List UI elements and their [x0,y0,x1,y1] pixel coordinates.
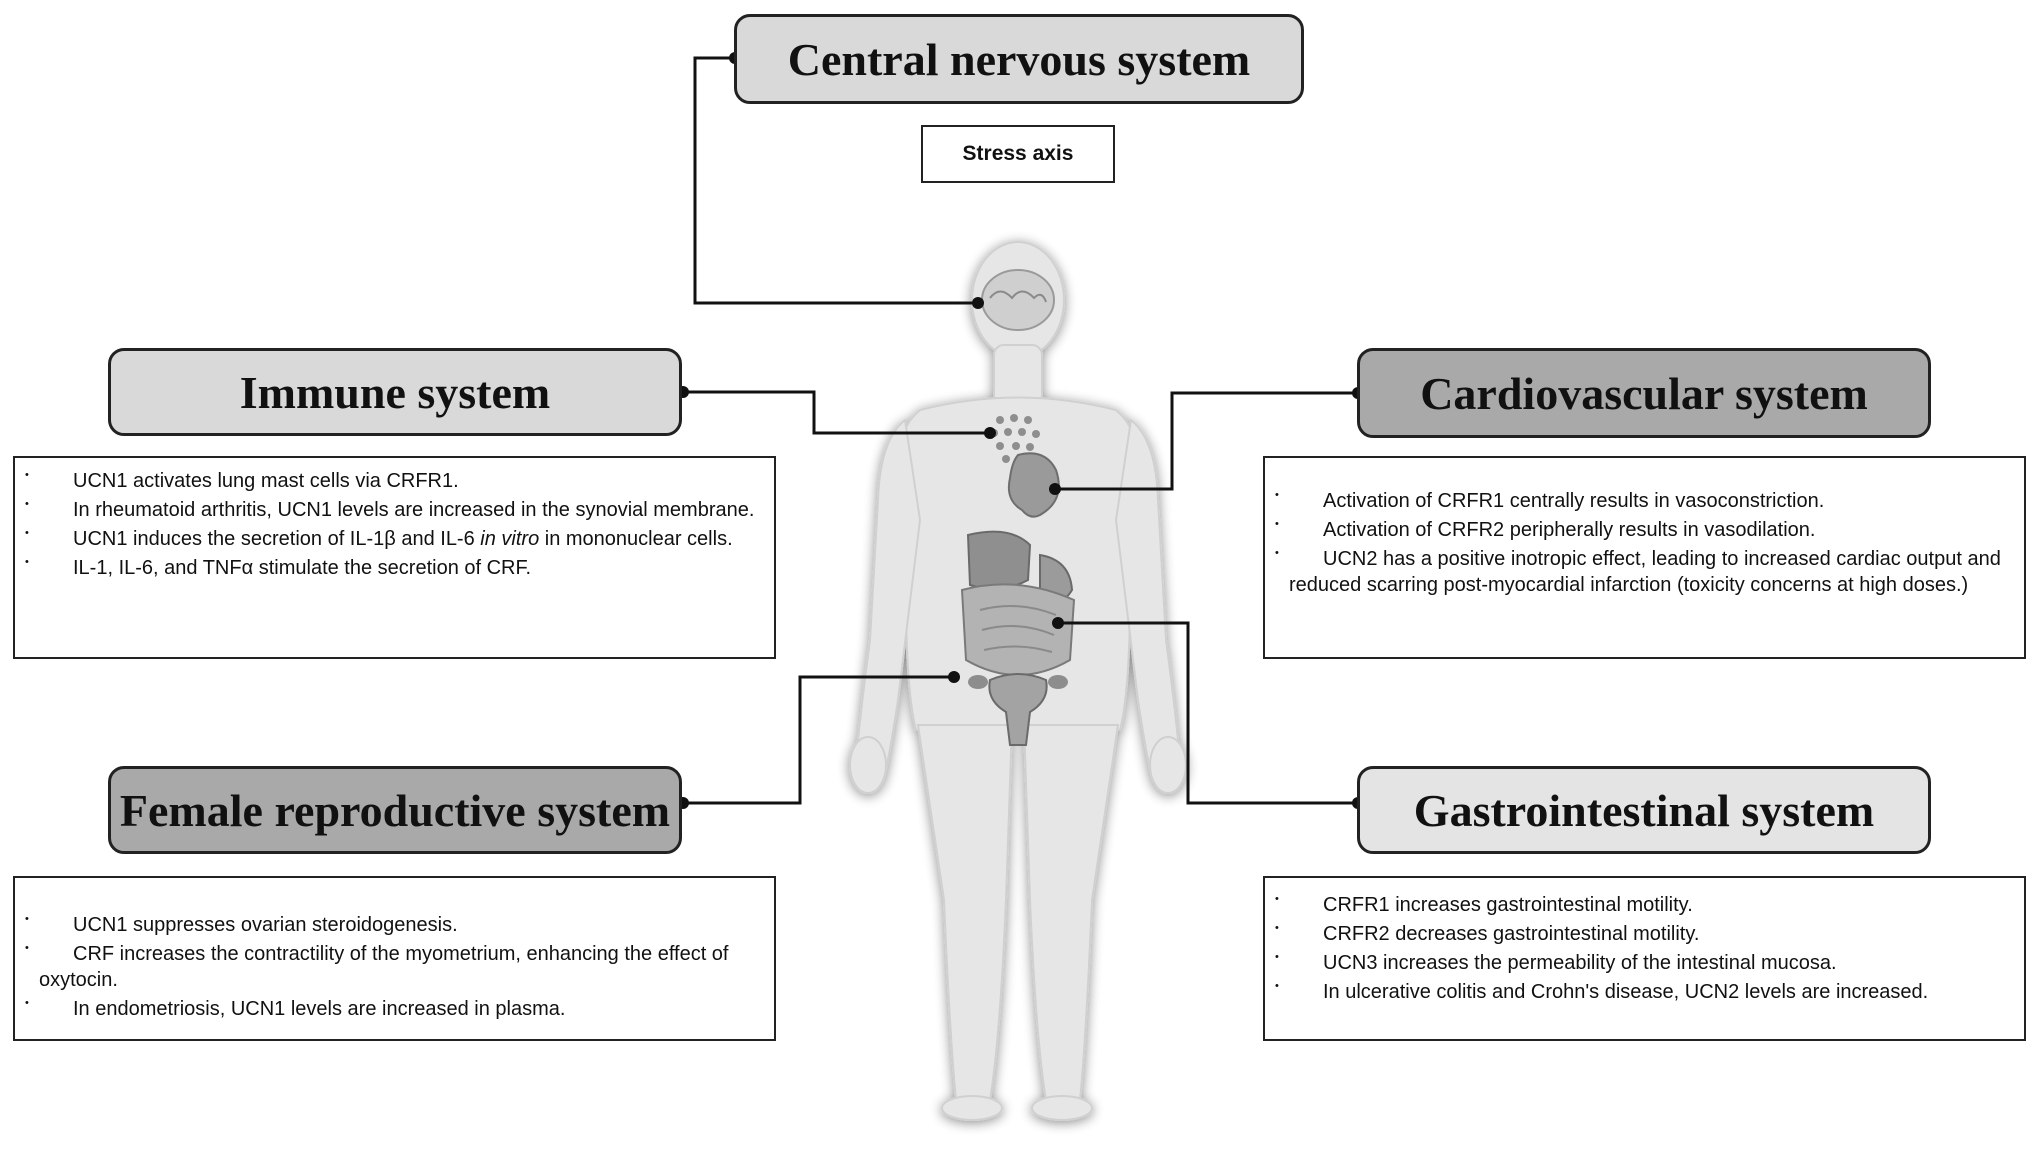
list-item: CRFR2 decreases gastrointestinal motilit… [1275,915,2006,947]
list-item: In rheumatoid arthritis, UCN1 levels are… [25,491,756,523]
list-item: IL-1, IL-6, and TNFα stimulate the secre… [25,549,756,581]
female-title-box: Female reproductive system [108,766,682,854]
list-item: UCN1 activates lung mast cells via CRFR1… [25,462,756,494]
list-item: In ulcerative colitis and Crohn's diseas… [1275,973,2006,1005]
cns-title: Central nervous system [787,33,1251,85]
connector-lines [683,56,1358,805]
cardio-title: Cardiovascular system [1420,367,1868,419]
gi-title: Gastrointestinal system [1413,784,1875,836]
gi-title-box: Gastrointestinal system [1357,766,1931,854]
list-item: UCN1 suppresses ovarian steroidogenesis. [25,906,756,938]
immune-title: Immune system [239,366,551,418]
immune-connector [683,390,990,435]
cns-connector [693,56,978,305]
list-item: CRFR1 increases gastrointestinal motilit… [1275,886,2006,918]
cns-title-box: Central nervous system [734,14,1304,104]
list-item: UCN2 has a positive inotropic effect, le… [1275,540,2006,598]
list-item: UCN3 increases the permeability of the i… [1275,944,2006,976]
female-info-box: UCN1 suppresses ovarian steroidogenesis.… [13,876,776,1041]
cardio-info-box: Activation of CRFR1 centrally results in… [1263,456,2026,659]
brain-organ [981,269,1055,331]
female-title: Female reproductive system [119,784,671,836]
immune-info-box: UCN1 activates lung mast cells via CRFR1… [13,456,776,659]
uterus-organ [968,673,1068,746]
list-item: CRF increases the contractility of the m… [25,935,756,993]
abdominal-organs [960,530,1076,676]
immune-title-box: Immune system [108,348,682,436]
heart-organ [1007,452,1060,518]
gi-connector [1058,621,1358,805]
cardio-connector [1055,391,1358,491]
stress-axis-label: Stress axis [962,142,1074,165]
list-item: In endometriosis, UCN1 levels are increa… [25,990,756,1022]
cardio-title-box: Cardiovascular system [1357,348,1931,438]
female-connector [683,675,954,805]
stress-axis-box: Stress axis [921,125,1115,183]
gi-info-box: CRFR1 increases gastrointestinal motilit… [1263,876,2026,1041]
list-item: UCN1 induces the secretion of IL-1β and … [25,520,756,552]
list-item: Activation of CRFR1 centrally results in… [1275,482,2006,514]
list-item: Activation of CRFR2 peripherally results… [1275,511,2006,543]
